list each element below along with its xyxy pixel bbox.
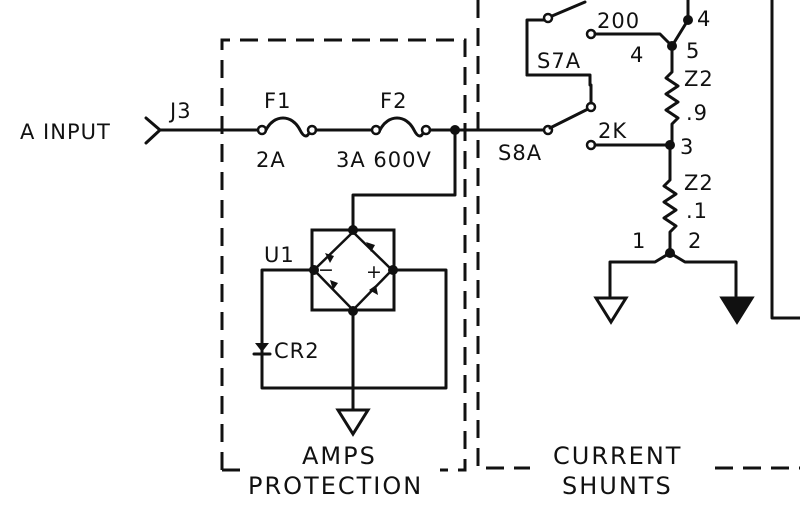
cr2-label: CR2 [274, 339, 320, 363]
z2-upper-value: .9 [686, 101, 708, 125]
input-connector [144, 116, 260, 145]
z2-lower-value: .1 [686, 199, 708, 223]
contact-2k-label: 2K [598, 119, 627, 143]
contact-4-label: 4 [630, 43, 644, 67]
z2-lower-label: Z2 [684, 171, 714, 195]
protection-title: PROTECTION [248, 472, 423, 500]
diode-cr2 [252, 343, 272, 356]
amps-protection-box [220, 38, 467, 472]
s8a-label: S8A [498, 141, 542, 165]
node-3-label: 3 [680, 135, 694, 159]
j3-label: J3 [168, 99, 192, 123]
f2-label: F2 [380, 89, 407, 113]
contact-200-label: 200 [597, 9, 640, 33]
node-2-label: 2 [688, 229, 702, 253]
ground-node-2 [719, 296, 755, 325]
s7a-label: S7A [537, 49, 581, 73]
bridge-plus: + [366, 261, 382, 283]
shunts-title: SHUNTS [562, 472, 673, 500]
bridge-minus: − [318, 259, 334, 281]
switch-s8a [542, 83, 670, 151]
z2-upper-label: Z2 [684, 67, 714, 91]
wire-to-bridge [351, 128, 457, 230]
ground-node-1 [593, 296, 629, 325]
current-shunts-box [476, 0, 800, 470]
node-1-label: 1 [632, 229, 646, 253]
a-input-label: A INPUT [20, 120, 111, 144]
node-4-label: 4 [697, 7, 711, 31]
current-title: CURRENT [553, 442, 682, 470]
node-5-label: 5 [686, 39, 700, 63]
amps-title: AMPS [302, 442, 377, 470]
fuse-f2 [370, 116, 547, 138]
f1-rating: 2A [256, 148, 286, 172]
switch-s7a [525, 0, 674, 87]
shunt-chain [608, 0, 738, 298]
u1-label: U1 [264, 243, 295, 267]
fuse-f1 [256, 116, 374, 138]
f1-label: F1 [264, 89, 291, 113]
f2-rating: 3A 600V [336, 148, 432, 172]
bridge-ground [335, 309, 371, 437]
